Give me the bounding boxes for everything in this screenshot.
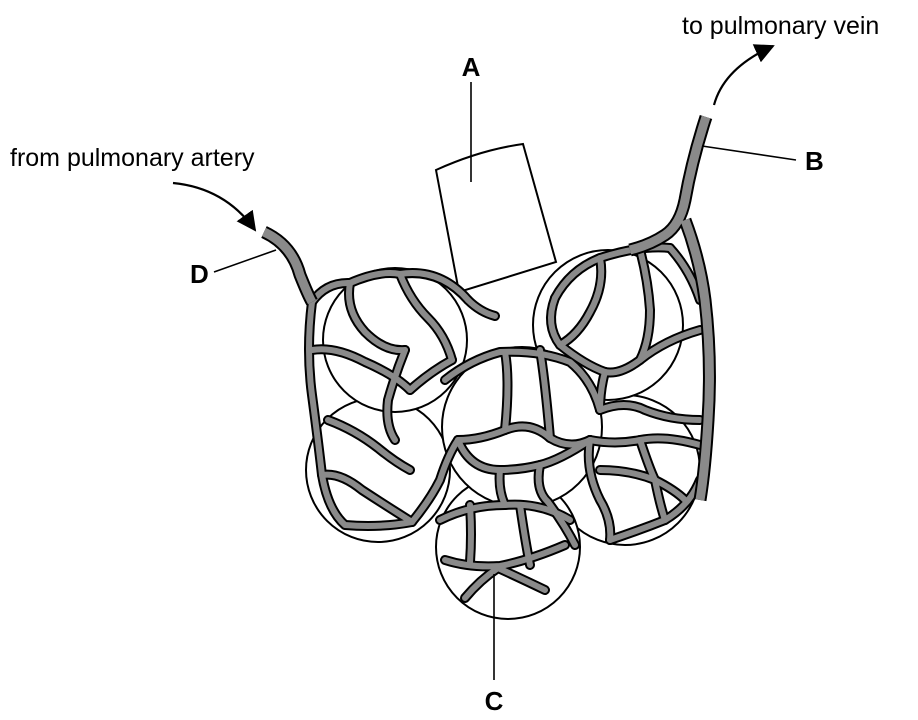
label-to-pulmonary-vein: to pulmonary vein — [682, 12, 879, 40]
arrow-to-pulmonary-vein — [714, 46, 773, 105]
label-c: C — [485, 686, 504, 716]
bronchiole-tube — [436, 144, 556, 292]
arrow-from-pulmonary-artery — [173, 183, 255, 230]
label-b: B — [805, 146, 824, 176]
leader-line-d — [214, 250, 276, 272]
label-d: D — [190, 259, 209, 289]
leader-line-b — [702, 146, 796, 160]
label-from-pulmonary-artery: from pulmonary artery — [10, 144, 255, 172]
label-a: A — [462, 52, 481, 82]
